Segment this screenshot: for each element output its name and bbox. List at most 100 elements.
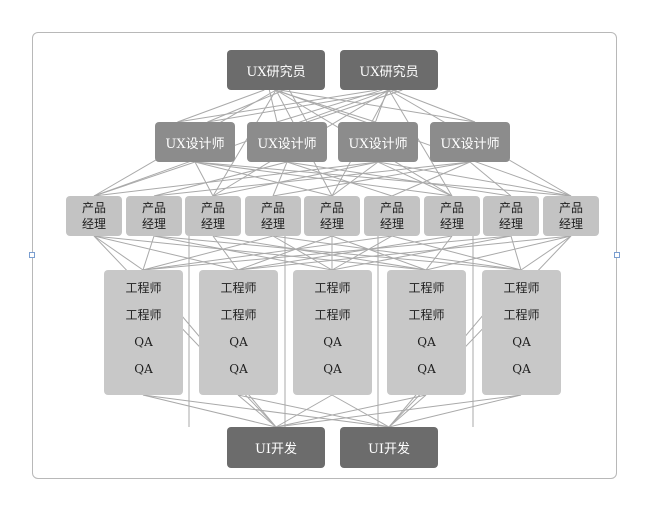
connector-line xyxy=(331,394,390,428)
product-manager-node: 产品经理 xyxy=(483,196,539,236)
connector-line xyxy=(212,161,379,197)
product-manager-label-line2: 经理 xyxy=(558,217,583,231)
product-manager-node: 产品经理 xyxy=(364,196,420,236)
team-member-label: QA xyxy=(512,362,531,376)
connector-line xyxy=(272,161,288,197)
team-member-label: QA xyxy=(229,362,248,376)
connector-line xyxy=(388,89,453,197)
ux-designer-node: UX设计师 xyxy=(247,122,327,162)
team-member-label: QA xyxy=(417,335,436,349)
product-manager-label-line2: 经理 xyxy=(81,217,106,231)
product-manager-label-line1: 产品 xyxy=(260,201,285,215)
product-manager-node: 产品经理 xyxy=(424,196,480,236)
product-manager-label-line2: 经理 xyxy=(319,217,344,231)
ux-designer-node: UX设计师 xyxy=(338,122,418,162)
product-manager-label-line2: 经理 xyxy=(379,217,404,231)
product-manager-node: 产品经理 xyxy=(126,196,182,236)
resize-handle-left[interactable] xyxy=(29,252,35,258)
connector-line xyxy=(207,89,285,123)
product-manager-label-line1: 产品 xyxy=(200,201,225,215)
connector-line xyxy=(142,235,155,271)
product-manager-label-line2: 经理 xyxy=(439,217,464,231)
team-column: 工程师 工程师 QA QA xyxy=(482,270,561,395)
product-manager-label-line1: 产品 xyxy=(141,201,166,215)
product-manager-label-line1: 产品 xyxy=(439,201,464,215)
connector-line xyxy=(388,394,427,428)
team-member-label: 工程师 xyxy=(125,308,162,322)
product-manager-node: 产品经理 xyxy=(543,196,599,236)
connector-line xyxy=(153,235,522,271)
team-member-label: QA xyxy=(229,335,248,349)
connector-line xyxy=(194,161,333,197)
team-member-label: 工程师 xyxy=(408,281,445,295)
product-manager-label-line1: 产品 xyxy=(498,201,523,215)
connector-line xyxy=(275,89,572,197)
connector-line xyxy=(194,161,572,197)
ux-designer-node: UX设计师 xyxy=(155,122,235,162)
connector-line xyxy=(93,161,196,197)
connector-line xyxy=(388,394,522,428)
team-member-label: 工程师 xyxy=(503,281,540,295)
team-member-label: QA xyxy=(323,335,342,349)
connector-line xyxy=(391,161,471,197)
product-manager-label-line2: 经理 xyxy=(498,217,523,231)
team-member-label: 工程师 xyxy=(314,308,351,322)
connector-line xyxy=(425,235,572,271)
team-member-label: QA xyxy=(417,362,436,376)
ux-researcher-node: UX研究员 xyxy=(340,50,438,90)
connector-line xyxy=(279,89,476,123)
connector-line xyxy=(377,161,453,197)
connector-line xyxy=(331,235,393,271)
connector-line xyxy=(93,235,427,271)
product-manager-label-line1: 产品 xyxy=(319,201,344,215)
team-column: 工程师 工程师 QA QA xyxy=(199,270,278,395)
connector-line xyxy=(142,394,390,428)
connector-line xyxy=(272,235,522,271)
diagram-frame xyxy=(32,32,617,479)
connector-line xyxy=(377,161,572,197)
team-member-label: 工程师 xyxy=(503,308,540,322)
resize-handle-right[interactable] xyxy=(614,252,620,258)
connector-line xyxy=(93,161,379,197)
connector-line xyxy=(153,161,288,197)
connector-line xyxy=(275,394,522,428)
team-column: 工程师 工程师 QA QA xyxy=(387,270,466,395)
connector-line xyxy=(93,235,144,271)
team-column: 工程师 工程师 QA QA xyxy=(104,270,183,395)
connector-line xyxy=(237,394,277,428)
connector-line xyxy=(177,89,378,123)
team-column: 工程师 工程师 QA QA xyxy=(293,270,372,395)
connector-line xyxy=(93,235,239,271)
ux-designer-node: UX设计师 xyxy=(430,122,510,162)
connector-line xyxy=(237,235,453,271)
connector-line xyxy=(392,89,476,123)
team-member-label: 工程师 xyxy=(220,308,257,322)
connector-line xyxy=(93,89,390,197)
connector-line xyxy=(469,161,512,197)
connector-line xyxy=(142,235,393,271)
connector-line xyxy=(237,235,572,271)
connector-line xyxy=(331,235,512,271)
ui-dev-node: UI开发 xyxy=(340,427,438,468)
product-manager-node: 产品经理 xyxy=(185,196,241,236)
team-member-label: QA xyxy=(134,335,153,349)
connector-line xyxy=(212,235,239,271)
product-manager-label-line1: 产品 xyxy=(379,201,404,215)
team-member-label: 工程师 xyxy=(314,281,351,295)
team-member-label: QA xyxy=(323,362,342,376)
connector-line xyxy=(286,161,393,197)
product-manager-label-line2: 经理 xyxy=(200,217,225,231)
ui-dev-node: UI开发 xyxy=(227,427,325,468)
product-manager-node: 产品经理 xyxy=(66,196,122,236)
connector-line xyxy=(142,235,512,271)
connector-line xyxy=(93,235,277,428)
product-manager-node: 产品经理 xyxy=(245,196,301,236)
product-manager-label-line2: 经理 xyxy=(260,217,285,231)
team-member-label: QA xyxy=(512,335,531,349)
team-member-label: 工程师 xyxy=(220,281,257,295)
team-member-label: 工程师 xyxy=(125,281,162,295)
connector-line xyxy=(272,161,471,197)
connector-line xyxy=(520,235,572,271)
ux-researcher-node: UX研究员 xyxy=(227,50,325,90)
